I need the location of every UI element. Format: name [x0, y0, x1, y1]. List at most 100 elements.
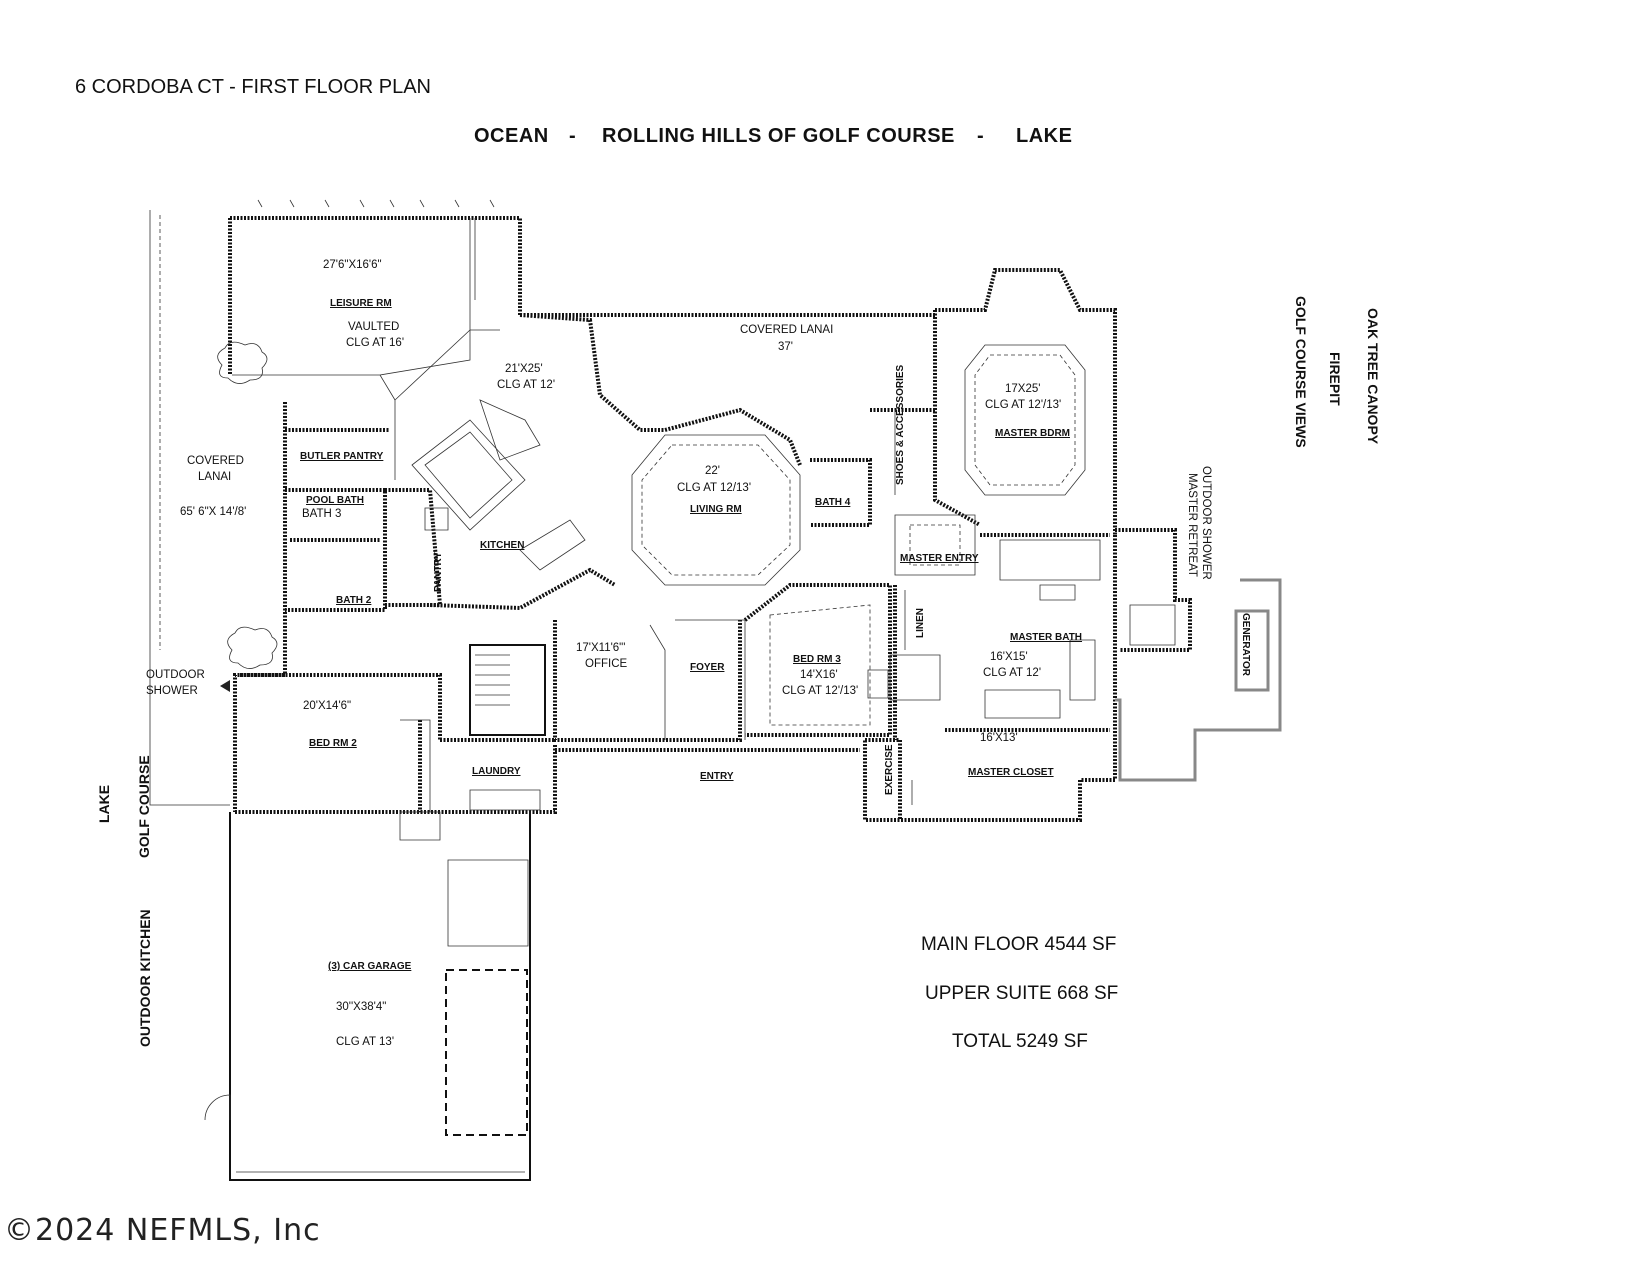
foyer-outline: [675, 619, 746, 740]
generator-box: [1234, 609, 1270, 692]
pantry-name: PANTRY: [433, 552, 444, 592]
copyright-watermark: ©2024 NEFMLS, Inc: [4, 1213, 321, 1248]
laundry-steps: [399, 811, 441, 841]
wall-office-foyer: [553, 620, 742, 742]
wall-octagon-top: [519, 313, 802, 466]
master-octagon-outer: [964, 344, 1086, 496]
kitchen-area-dim: 21'X25': [505, 363, 543, 375]
kitchen-name: KITCHEN: [480, 540, 524, 551]
butler-name: BUTLER PANTRY: [300, 451, 384, 462]
leisure-bottom-line: [232, 374, 396, 401]
wall-baths: [285, 488, 387, 612]
master-bdrm-clg: CLG AT 12'/13': [985, 399, 1061, 411]
master-retreat-outline: [1115, 578, 1282, 782]
wall-bath4: [810, 458, 872, 527]
sqft-main: MAIN FLOOR 4544 SF: [921, 934, 1117, 955]
leisure-diag: [379, 218, 471, 376]
lanai-left-name1: COVERED: [187, 455, 244, 467]
bush-lower: [227, 626, 278, 669]
outdoor-shower-right: OUTDOOR SHOWER: [1200, 466, 1212, 580]
view-lake: LAKE: [1016, 125, 1073, 147]
garage-dim: 30''X38'4": [336, 1001, 386, 1013]
outdoor-shower-bench: [1129, 604, 1176, 646]
laundry-counter: [469, 789, 541, 811]
garage-outline: [229, 810, 531, 1181]
outdoor-shower-left-1: OUTDOOR: [146, 669, 205, 681]
covered-lanai-top-name: COVERED LANAI: [740, 324, 833, 336]
master-vanity: [984, 689, 1061, 719]
master-vanity-2: [1039, 584, 1076, 601]
lanai-left-name2: LANAI: [198, 471, 231, 483]
view-ocean: OCEAN: [474, 125, 549, 147]
master-entry-name: MASTER ENTRY: [900, 553, 979, 564]
wall-bed3: [743, 583, 892, 737]
wall-master-bay: [935, 268, 1117, 535]
shoes-name: SHOES & ACCESSORIES: [895, 364, 906, 485]
bush-upper: [217, 341, 268, 384]
entry-name: ENTRY: [700, 771, 734, 782]
stair-treads: [475, 654, 510, 706]
generator-label: GENERATOR: [1240, 613, 1251, 677]
master-tub: [1069, 639, 1096, 701]
living-dim: 22': [705, 465, 720, 477]
leisure-dim: 27'6"X16'6": [323, 259, 382, 271]
foyer-name: FOYER: [690, 662, 725, 673]
master-octagon-inner: [974, 354, 1076, 486]
master-bdrm-dim: 17X25': [1005, 383, 1040, 395]
plan-title: 6 CORDOBA CT - FIRST FLOOR PLAN: [75, 76, 431, 98]
kitchen-island: [411, 419, 526, 531]
exercise-name: EXERCISE: [884, 744, 895, 795]
bed3-dim: 14'X16': [800, 669, 838, 681]
bed2-name: BED RM 2: [309, 738, 357, 749]
view-sep-2: -: [977, 125, 985, 147]
bath4-name: BATH 4: [815, 497, 851, 508]
leisure-note1: VAULTED: [348, 321, 399, 333]
kitchen-range: [424, 507, 449, 531]
leisure-wall-top: [230, 216, 522, 315]
leisure-name: LEISURE RM: [330, 298, 392, 309]
office-name: OFFICE: [585, 658, 627, 670]
lanai-outline: [149, 210, 230, 806]
bed2-dim: 20'X14'6": [303, 700, 351, 712]
master-shower: [999, 539, 1101, 581]
pool-bath-name: POOL BATH: [306, 495, 364, 506]
living-octagon-outer: [631, 434, 801, 586]
sqft-upper: UPPER SUITE 668 SF: [925, 983, 1119, 1004]
toilet-wc: [867, 669, 889, 699]
wc-room: [889, 654, 941, 701]
master-bath-name: MASTER BATH: [1010, 632, 1082, 643]
outdoor-shower-marker: [220, 680, 230, 692]
wall-bed2-top: [240, 673, 442, 740]
view-rolling-hills: ROLLING HILLS OF GOLF COURSE: [602, 125, 955, 147]
outdoor-shower-left-2: SHOWER: [146, 685, 198, 697]
living-clg: CLG AT 12/13': [677, 482, 751, 494]
garage-door-swing: [204, 1094, 231, 1121]
window-marks-top: [257, 199, 495, 208]
kitchen-counter-top: [479, 399, 541, 461]
wall-master-bdrm-west: [933, 310, 981, 527]
bed3-clg: CLG AT 12'/13': [782, 685, 858, 697]
bed3-dashed-clg: [769, 604, 871, 726]
garage-car-outline: [445, 969, 528, 1136]
wall-exercise: [865, 738, 902, 820]
master-closet-dim: 16'X13': [980, 732, 1018, 744]
wall-outdoor-shower: [1115, 528, 1192, 652]
wall-kitchen-south: [429, 567, 617, 611]
garage-storage: [447, 859, 529, 947]
sqft-total: TOTAL 5249 SF: [952, 1031, 1088, 1052]
master-bdrm-name: MASTER BDRM: [995, 428, 1070, 439]
garage-clg: CLG AT 13': [336, 1036, 394, 1048]
living-octagon-inner: [641, 444, 791, 576]
office-divider: [649, 624, 666, 740]
leisure-note2: CLG AT 16': [346, 337, 404, 349]
kitchen-counter-right: [519, 519, 586, 571]
kitchen-area-clg: CLG AT 12': [497, 379, 555, 391]
master-bath-clg: CLG AT 12': [983, 667, 1041, 679]
stair-box: [469, 644, 546, 736]
master-entry-box: [894, 514, 976, 576]
kitchen-island-inner: [424, 431, 513, 519]
living-name: LIVING RM: [690, 504, 742, 515]
garage-name: (3) CAR GARAGE: [328, 961, 412, 972]
wall-master-closet: [863, 740, 1115, 822]
